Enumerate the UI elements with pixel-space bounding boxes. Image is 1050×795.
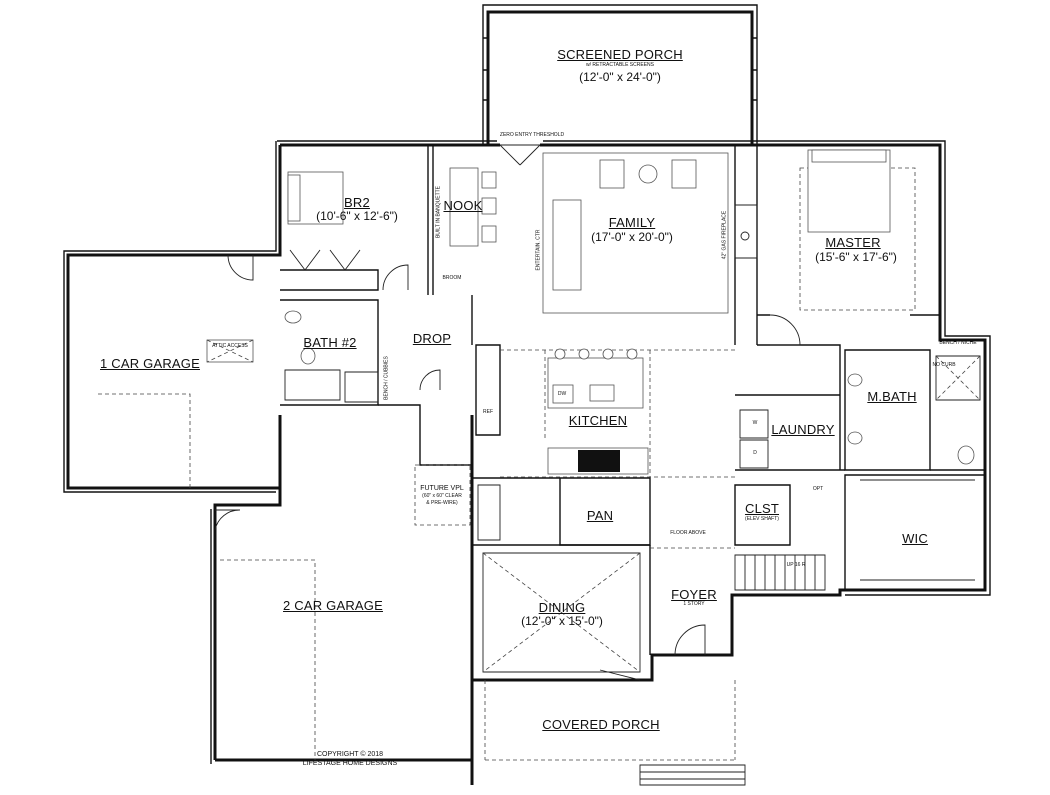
banquette-note: BUILT IN BANQUETTE xyxy=(435,185,442,239)
washer-note: W xyxy=(752,420,758,426)
exterior-walls xyxy=(63,140,991,785)
future-vpl-note: FUTURE VPL xyxy=(420,485,464,492)
dashed-lines xyxy=(98,167,916,761)
kitchen-name: KITCHEN xyxy=(568,413,628,428)
no-curb-note: NO CURB xyxy=(932,362,956,368)
laundry-name: LAUNDRY xyxy=(771,422,835,437)
master-dims: (15'-6" x 17'-6") xyxy=(815,250,897,264)
br2-dims: (10'-6" x 12'-6") xyxy=(316,209,398,223)
designer-note: LIFESTAGE HOME DESIGNS xyxy=(302,760,398,767)
future-vpl-note-3: & PRE-WIRE) xyxy=(426,500,458,506)
floor-above-note: FLOOR ABOVE xyxy=(670,530,706,536)
dryer-note: D xyxy=(753,450,757,456)
foyer-note: 1 STORY xyxy=(683,601,705,607)
bath2-name: BATH #2 xyxy=(303,335,357,350)
garage1-name: 1 CAR GARAGE xyxy=(100,356,200,371)
bench-cubbies-note: BENCH / CUBBIES xyxy=(383,356,390,400)
br2-name: BR2 xyxy=(344,195,370,210)
bench-niche-note: BENCH / NICHE xyxy=(939,340,977,346)
garage2-name: 2 CAR GARAGE xyxy=(283,598,383,613)
furniture xyxy=(206,149,981,786)
master-name: MASTER xyxy=(825,235,881,250)
dw-note: DW xyxy=(557,391,567,397)
clst-name: CLST xyxy=(744,501,780,516)
screened-porch-dims: (12'-0" x 24'-0") xyxy=(579,70,661,84)
zero-entry-note: ZERO ENTRY THRESHOLD xyxy=(499,132,565,138)
broom-note: BROOM xyxy=(442,275,462,281)
wic-name: WIC xyxy=(902,531,928,546)
fireplace-note: 42" GAS FIREPLACE xyxy=(721,210,728,260)
tv-note: ENTERTAIN. CTR xyxy=(535,229,542,271)
screened-porch-name: SCREENED PORCH xyxy=(557,47,683,62)
future-vpl-note-2: (60" x 60" CLEAR xyxy=(422,493,462,499)
screened-porch-walls xyxy=(482,4,758,166)
mbath-name: M.BATH xyxy=(867,389,917,404)
family-name: FAMILY xyxy=(608,215,656,230)
dining-name: DINING xyxy=(538,600,586,615)
family-dims: (17'-0" x 20'-0") xyxy=(591,230,673,244)
pan-name: PAN xyxy=(586,508,614,523)
covered-porch-name: COVERED PORCH xyxy=(542,717,660,732)
foyer-name: FOYER xyxy=(671,587,717,602)
ref-note: REF xyxy=(483,409,493,415)
clst-note: (ELEV SHAFT) xyxy=(745,516,779,522)
dining-dims: (12'-0" x 15'-0") xyxy=(521,614,603,628)
opt-note: OPT xyxy=(812,486,824,492)
drop-name: DROP xyxy=(412,331,452,346)
screened-porch-note: w/ RETRACTABLE SCREENS xyxy=(586,62,654,68)
nook-name: NOOK xyxy=(443,198,483,213)
up-note: UP 16 R xyxy=(786,562,806,568)
copyright-note: COPYRIGHT © 2018 xyxy=(316,751,384,758)
attic-note: ATTIC ACCESS xyxy=(212,343,248,349)
